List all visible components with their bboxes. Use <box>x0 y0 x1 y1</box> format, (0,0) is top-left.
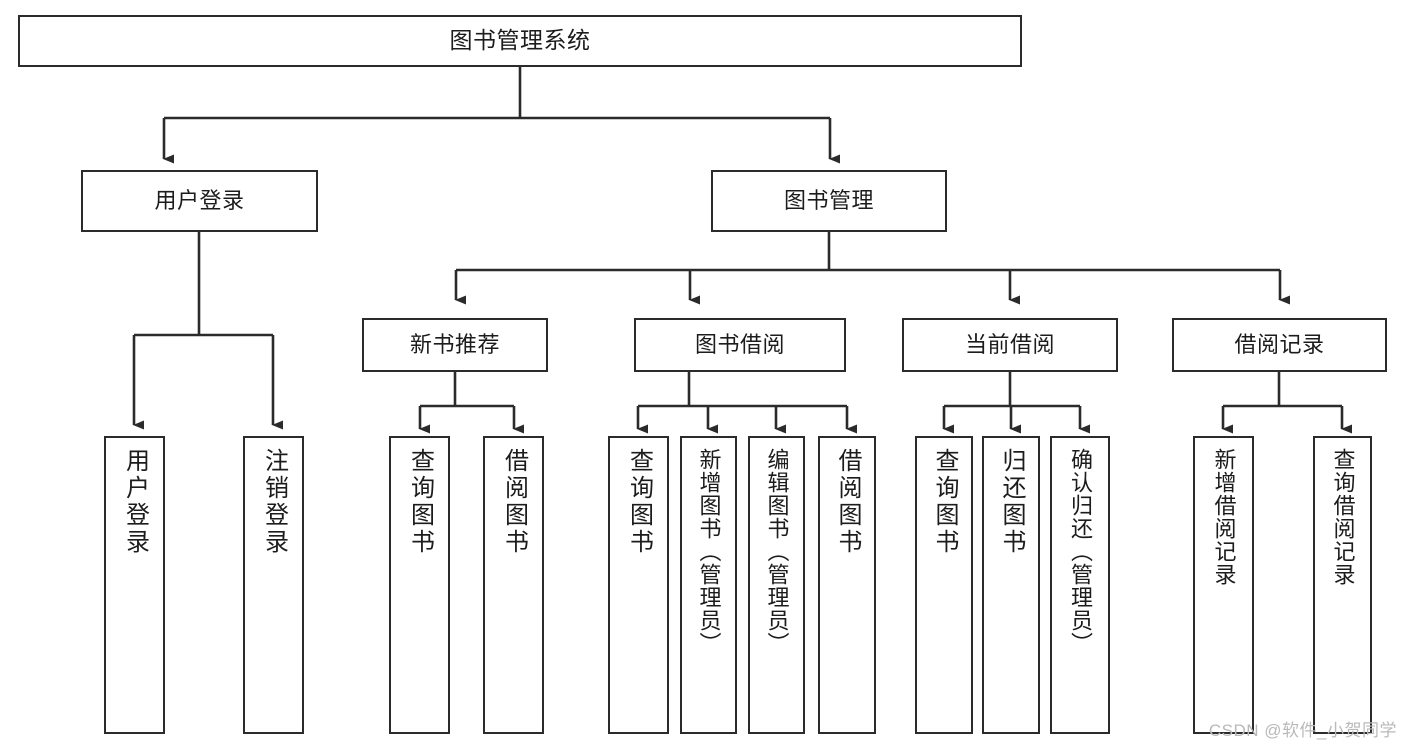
node-label: 借阅记录 <box>1234 332 1325 358</box>
node-leaf-edit-book-admin[interactable]: 编辑图书（管理员） <box>748 436 805 734</box>
watermark-text: CSDN @软件_小贺同学 <box>1208 721 1397 740</box>
node-label: 查询图书 <box>931 448 958 556</box>
node-label: 归还图书 <box>998 448 1025 556</box>
node-leaf-query-book-borrow[interactable]: 查询图书 <box>608 436 669 734</box>
node-label: 注销登录 <box>260 448 288 556</box>
node-leaf-query-book-rec[interactable]: 查询图书 <box>389 436 450 734</box>
node-label: 查询图书 <box>406 448 434 556</box>
node-leaf-query-borrow-record[interactable]: 查询借阅记录 <box>1313 436 1372 734</box>
node-label: 查询图书 <box>625 448 653 556</box>
node-label: 借阅图书 <box>500 448 528 556</box>
node-label: 用户登录 <box>154 188 245 214</box>
node-label: 借阅图书 <box>834 448 861 556</box>
node-new-book-recommendation[interactable]: 新书推荐 <box>362 318 548 372</box>
node-leaf-borrow-book[interactable]: 借阅图书 <box>818 436 876 734</box>
node-label: 确认归还（管理员） <box>1068 448 1093 655</box>
node-leaf-return-book[interactable]: 归还图书 <box>982 436 1040 734</box>
node-label: 查询借阅记录 <box>1330 448 1356 586</box>
node-root-book-management-system[interactable]: 图书管理系统 <box>18 15 1022 67</box>
node-leaf-confirm-return-admin[interactable]: 确认归还（管理员） <box>1050 436 1110 734</box>
node-leaf-add-book-admin[interactable]: 新增图书（管理员） <box>680 436 737 734</box>
node-leaf-query-book-current[interactable]: 查询图书 <box>915 436 973 734</box>
node-label: 新书推荐 <box>409 332 500 358</box>
node-leaf-user-logout[interactable]: 注销登录 <box>243 436 304 734</box>
node-label: 用户登录 <box>121 448 149 556</box>
node-label: 新增借阅记录 <box>1211 448 1237 586</box>
node-label: 新增图书（管理员） <box>696 448 722 655</box>
node-label: 当前借阅 <box>964 332 1055 358</box>
node-book-borrowing[interactable]: 图书借阅 <box>634 318 846 372</box>
node-label: 图书管理系统 <box>449 27 591 54</box>
node-label: 图书借阅 <box>694 332 785 358</box>
node-book-management[interactable]: 图书管理 <box>711 170 947 232</box>
node-current-borrowing[interactable]: 当前借阅 <box>902 318 1118 372</box>
node-leaf-add-borrow-record[interactable]: 新增借阅记录 <box>1193 436 1254 734</box>
node-user-login[interactable]: 用户登录 <box>81 170 318 232</box>
node-borrowing-record[interactable]: 借阅记录 <box>1172 318 1387 372</box>
node-leaf-borrow-book-rec[interactable]: 借阅图书 <box>483 436 544 734</box>
node-label: 编辑图书（管理员） <box>764 448 790 655</box>
node-leaf-user-login[interactable]: 用户登录 <box>104 436 165 734</box>
node-label: 图书管理 <box>783 188 874 214</box>
